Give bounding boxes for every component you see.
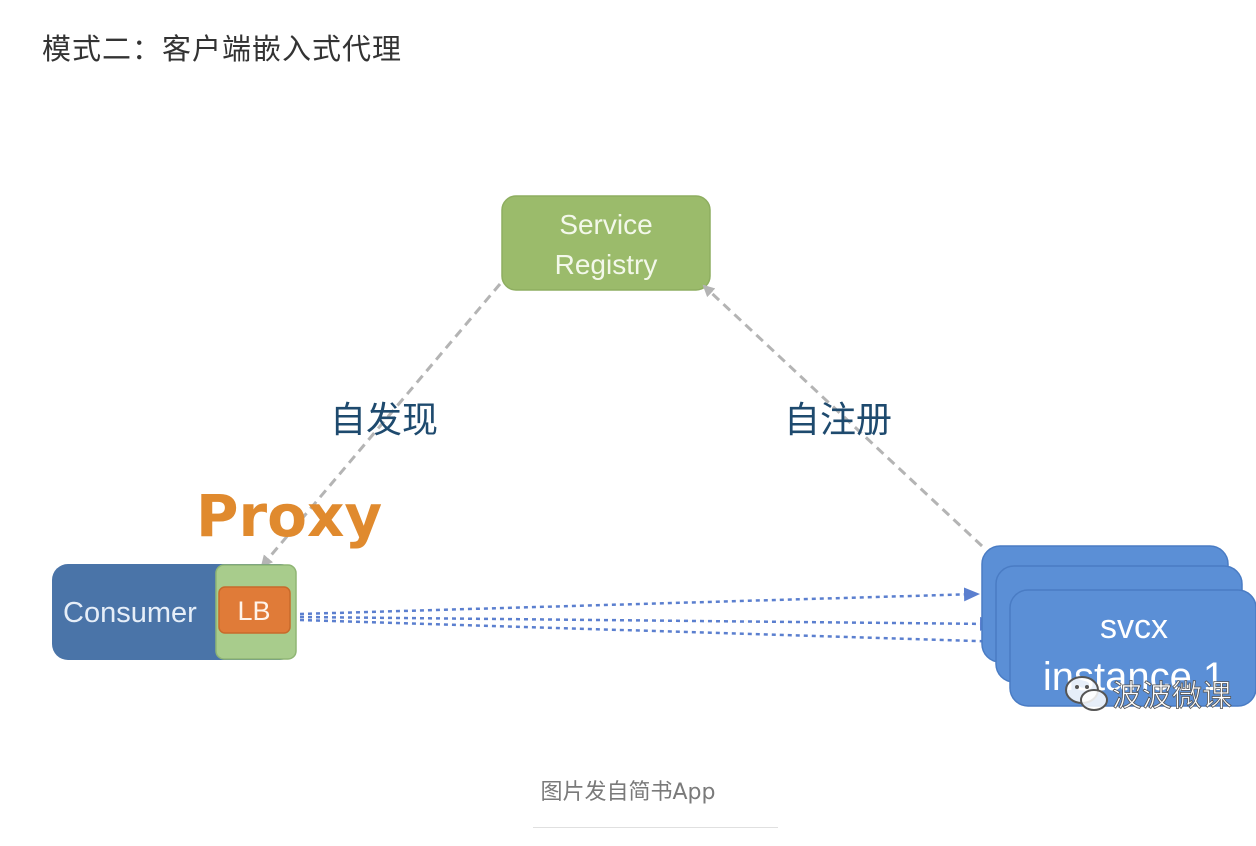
registration-label: 自注册: [784, 400, 892, 441]
instance-box-front: [1009, 589, 1256, 707]
discovery-label: 自发现: [330, 400, 438, 441]
page-heading: 模式二：客户端嵌入式代理: [42, 32, 403, 66]
lb-call-arrow-2: [299, 615, 996, 631]
lb-call-arrow-3: [299, 618, 1010, 649]
image-caption: 图片发自简书App: [540, 780, 716, 805]
watermark-text: 波波微课: [1112, 679, 1232, 714]
wechat-icon: [1065, 676, 1108, 711]
service-registry-box: [501, 195, 711, 291]
lb-label: LB: [237, 596, 270, 626]
registration-arrow: [702, 284, 984, 548]
caption-divider: [533, 827, 778, 828]
lb-call-arrow-1: [299, 587, 980, 616]
service-registry-label-line2: Registry: [555, 249, 658, 280]
instance-label-line1: svcx: [1100, 608, 1168, 646]
lb-box: [218, 586, 291, 634]
discovery-arrow: [260, 283, 502, 568]
proxy-label: Proxy: [196, 482, 382, 550]
service-registry-label-line1: Service: [559, 209, 652, 240]
consumer-label: Consumer: [63, 597, 197, 629]
